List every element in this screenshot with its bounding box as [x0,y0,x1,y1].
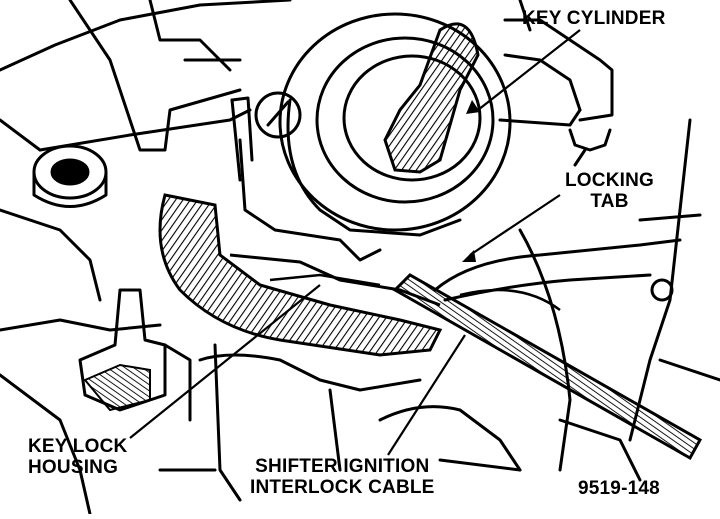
key-cylinder-ring-inner [342,54,482,182]
label-shifter-cable-line1: SHIFTER IGNITION [255,456,430,477]
locking-tab-clip [568,128,612,152]
leader-key-cylinder [477,29,581,111]
upper-bracket [0,0,292,72]
label-key-cylinder: KEY CYLINDER [522,8,666,29]
key-lock-housing [158,193,443,357]
label-key-lock-housing-line1: KEY LOCK [28,436,128,457]
label-key-lock-housing: KEY LOCK HOUSING [28,436,127,478]
label-key-cylinder-text: KEY CYLINDER [522,8,666,29]
shroud-bolt [650,278,674,302]
label-locking-tab: LOCKING TAB [565,170,654,212]
label-shifter-ignition-interlock-cable: SHIFTER IGNITION INTERLOCK CABLE [250,456,435,498]
leader-locking-tab [469,194,561,256]
label-locking-tab-line1: LOCKING [565,170,655,191]
key-cylinder-ring-mid [315,36,495,204]
label-shifter-cable-line2: INTERLOCK CABLE [250,477,435,498]
leader-key-lock-housing [129,284,321,439]
ignition-key [383,22,480,174]
leader-cable [387,334,466,456]
label-key-lock-housing-line2: HOUSING [28,457,119,478]
interlock-cable [392,273,703,461]
figure-id: 9519-148 [578,478,660,499]
bracket-arm [38,108,252,152]
figure-id-text: 9519-148 [578,478,660,499]
bracket-plate [68,0,242,152]
release-button [254,91,302,139]
label-locking-tab-line2: TAB [590,191,629,212]
